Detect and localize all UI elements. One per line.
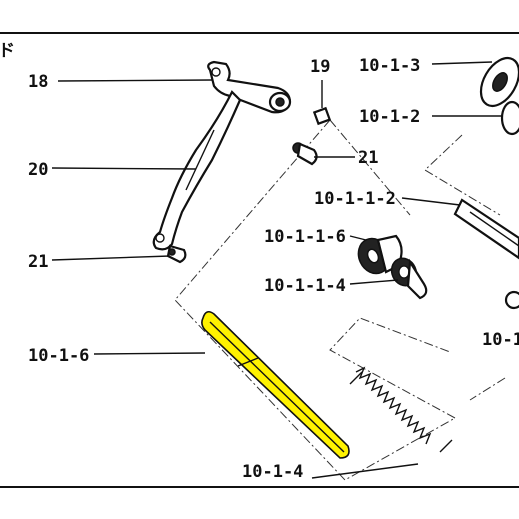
part-10-1-3-cam: [479, 57, 519, 107]
part-21-upper-screw: [292, 142, 318, 166]
leader-lines: [51, 61, 502, 479]
part-19-screw: [312, 106, 332, 126]
part-21-lower-screw: [166, 244, 187, 264]
label-20: 20: [28, 160, 48, 180]
label-10-1-1-6: 10-1-1-6: [264, 227, 346, 247]
header-fragment: ド: [0, 41, 15, 61]
label-18: 18: [28, 72, 48, 92]
part-20-lever: [152, 90, 242, 251]
part-18-arm: [207, 60, 292, 114]
label-10-1-1-2: 10-1-1-2: [314, 189, 396, 209]
part-10-1-edge: [504, 290, 519, 310]
part-10-1-2-ring: [500, 100, 519, 136]
label-10-1-right: 10-1: [482, 330, 519, 350]
part-10-1-1-4-collar: [390, 257, 428, 300]
label-10-1-3: 10-1-3: [359, 56, 420, 76]
part-spring: [349, 366, 453, 453]
label-10-1-1-4: 10-1-1-4: [264, 276, 346, 296]
assembly-outline: [174, 119, 506, 481]
part-10-1-6-highlighted-shaft: [201, 310, 350, 459]
label-21-upper: 21: [358, 148, 378, 168]
label-10-1-2: 10-1-2: [359, 107, 420, 127]
label-10-1-6: 10-1-6: [28, 346, 89, 366]
part-10-1-1-2-shaft: [453, 198, 519, 260]
label-19: 19: [310, 57, 330, 77]
label-21-lower: 21: [28, 252, 48, 272]
label-10-1-4: 10-1-4: [242, 462, 303, 482]
